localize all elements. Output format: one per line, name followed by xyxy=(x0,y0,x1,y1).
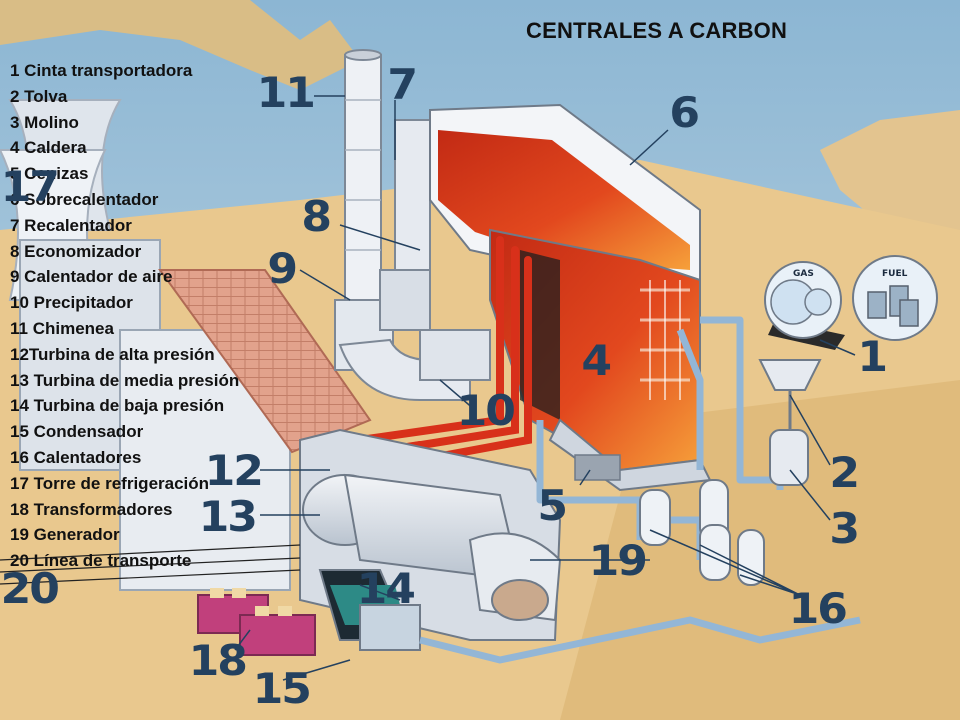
fuel-tank-label: FUEL xyxy=(882,269,908,279)
legend-item: 9 Calentador de aire xyxy=(10,267,173,287)
callout-12: 12 xyxy=(204,446,264,495)
cliff-right xyxy=(820,110,960,250)
callout-9: 9 xyxy=(267,244,298,293)
legend-item: 10 Precipitador xyxy=(10,293,133,313)
callout-4: 4 xyxy=(581,336,612,385)
diagram-title: CENTRALES A CARBON xyxy=(526,18,788,43)
callout-17: 17 xyxy=(0,162,60,211)
legend-item: 18 Transformadores xyxy=(10,499,173,519)
callout-3: 3 xyxy=(829,504,860,553)
legend-item: 15 Condensador xyxy=(10,422,144,442)
legend-item: 16 Calentadores xyxy=(10,447,142,467)
hills xyxy=(0,0,360,90)
legend-item: 1 Cinta transportadora xyxy=(10,61,193,80)
callout-8: 8 xyxy=(301,192,332,241)
callout-1: 1 xyxy=(857,332,888,381)
legend-item: 8 Economizador xyxy=(10,241,142,261)
legend-item: 7 Recalentador xyxy=(10,215,132,235)
legend-item: 19 Generador xyxy=(10,525,120,545)
legend-item: 3 Molino xyxy=(10,112,79,132)
callout-11: 11 xyxy=(256,68,316,117)
callout-6: 6 xyxy=(669,88,700,137)
callout-10: 10 xyxy=(456,386,516,435)
ducting xyxy=(338,119,491,401)
transmission-lines xyxy=(0,544,301,585)
legend-item: 17 Torre de refrigeración xyxy=(10,473,210,493)
callout-16: 16 xyxy=(788,584,848,633)
legend-item: 11 Chimenea xyxy=(10,318,114,338)
callout-5: 5 xyxy=(537,481,568,530)
callout-7: 7 xyxy=(387,60,418,109)
legend-item: 4 Caldera xyxy=(10,138,87,158)
callout-18: 18 xyxy=(188,636,248,685)
callout-20: 20 xyxy=(0,564,60,613)
legend-item: 14 Turbina de baja presión xyxy=(10,396,225,416)
leader-lines xyxy=(234,95,856,681)
gas-tank-label: GAS xyxy=(793,269,814,279)
legend-item: 2 Tolva xyxy=(10,86,68,106)
callout-19: 19 xyxy=(588,536,648,585)
fuel-storage: GAS FUEL xyxy=(764,255,938,341)
legend-item: 20 Línea de transporte xyxy=(10,551,192,571)
legend-item: 13 Turbina de media presión xyxy=(10,370,240,390)
callout-15: 15 xyxy=(252,664,312,713)
legend-item: 6 Sobrecalentador xyxy=(10,189,159,209)
boiler xyxy=(429,103,712,492)
legend-item: 12Turbina de alta presión xyxy=(10,344,215,364)
turbine-hall-roof xyxy=(158,269,372,454)
chimney xyxy=(334,49,394,371)
legend: 1 Cinta transportadora 2 Tolva 3 Molino … xyxy=(10,58,272,574)
callout-13: 13 xyxy=(198,492,258,541)
callout-14: 14 xyxy=(356,564,416,613)
transformers xyxy=(197,588,316,656)
legend-item: 5 Cenizas xyxy=(10,164,89,184)
callout-2: 2 xyxy=(829,448,860,497)
